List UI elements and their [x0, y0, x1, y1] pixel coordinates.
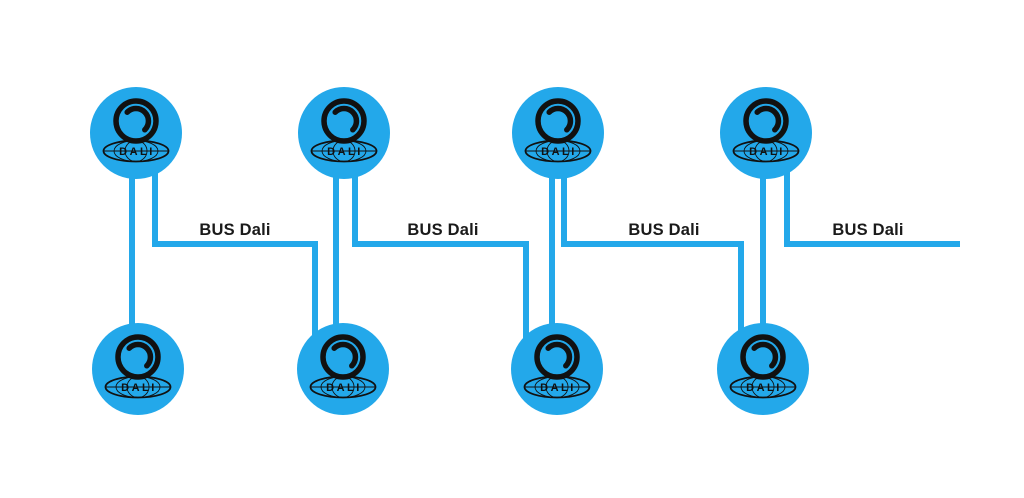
- dali-globe-logo: DALI: [524, 139, 592, 163]
- dali-device-node-bottom-4: DALI: [717, 323, 809, 415]
- bus-drop-wire-bottom3: [523, 241, 529, 371]
- dali-device-node-top-4: DALI: [720, 87, 812, 179]
- dali-node-label: DALI: [327, 146, 363, 158]
- bus-segment-2: [352, 241, 529, 247]
- dali-device-node-top-1: DALI: [90, 87, 182, 179]
- bus-segment-4: [784, 241, 960, 247]
- bus-feed-wire-1: [152, 133, 158, 247]
- bus-segment-3: [561, 241, 744, 247]
- dali-node-label: DALI: [746, 382, 782, 394]
- drop-wire-top3-bottom3: [549, 133, 555, 369]
- drop-wire-top2-bottom2: [333, 133, 339, 369]
- dali-globe-logo: DALI: [732, 139, 800, 163]
- bus-drop-wire-bottom2: [312, 241, 318, 371]
- drop-wire-top1-bottom1: [129, 133, 135, 369]
- bus-feed-wire-2: [352, 133, 358, 247]
- dali-node-label: DALI: [541, 146, 577, 158]
- dali-node-label: DALI: [121, 382, 157, 394]
- dali-device-node-top-3: DALI: [512, 87, 604, 179]
- dali-globe-logo: DALI: [310, 139, 378, 163]
- bus-drop-wire-bottom4: [738, 241, 744, 371]
- dali-node-label: DALI: [119, 146, 155, 158]
- dali-globe-logo: DALI: [309, 375, 377, 399]
- dali-device-node-top-2: DALI: [298, 87, 390, 179]
- bus-label-4: BUS Dali: [832, 221, 904, 239]
- dali-node-label: DALI: [326, 382, 362, 394]
- dali-node-label: DALI: [749, 146, 785, 158]
- dali-globe-logo: DALI: [102, 139, 170, 163]
- dali-device-node-bottom-2: DALI: [297, 323, 389, 415]
- bus-label-1: BUS Dali: [199, 221, 271, 239]
- dali-globe-logo: DALI: [104, 375, 172, 399]
- bus-feed-wire-4: [784, 133, 790, 247]
- bus-label-2: BUS Dali: [407, 221, 479, 239]
- bus-label-3: BUS Dali: [628, 221, 700, 239]
- dali-globe-logo: DALI: [523, 375, 591, 399]
- bus-segment-1: [152, 241, 318, 247]
- dali-node-label: DALI: [540, 382, 576, 394]
- bus-feed-wire-3: [561, 133, 567, 247]
- dali-globe-logo: DALI: [729, 375, 797, 399]
- dali-device-node-bottom-3: DALI: [511, 323, 603, 415]
- drop-wire-top4-bottom4: [760, 133, 766, 369]
- dali-device-node-bottom-1: DALI: [92, 323, 184, 415]
